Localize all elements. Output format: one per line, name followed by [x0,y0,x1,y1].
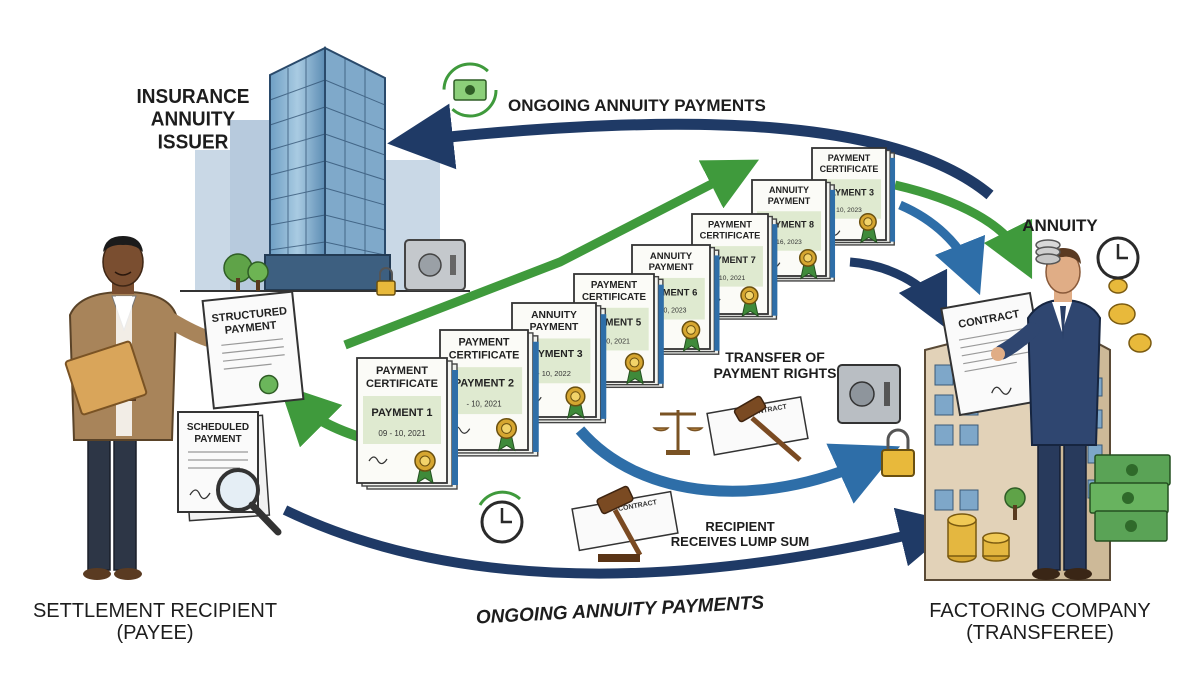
certificate-title-line2: CERTIFICATE [449,349,520,361]
scheduled-doc-line1: SCHEDULED [187,422,249,433]
structured-doc-line2: PAYMENT [224,319,277,336]
certificate-date: - 10, 2023 [655,308,686,315]
certificate-title-line1: ANNUITY [531,310,577,321]
clock-icon-right [1096,236,1140,280]
certificate-date: - 10, 2021 [715,275,746,282]
structured-payment-document: STRUCTURED PAYMENT [201,290,305,410]
ongoing-payments-bottom-arrow [282,505,960,579]
navy-to-factoring-arrow [849,257,948,330]
folder-icon [64,340,148,416]
certificate-date: 16, 2023 [776,239,802,246]
clock-icon-middle [478,490,524,544]
certificate-date: - 10, 2022 [537,369,571,378]
certificate-title-line2: CERTIFICATE [820,164,879,174]
scheduled-doc-line2: PAYMENT [194,434,241,445]
money-cycle-icon [442,62,498,118]
certificate-payment-number: PAYMENT 6 [645,287,698,298]
certificate-title-line1: PAYMENT [828,153,871,163]
factoring-agent-person-icon [991,248,1102,580]
certificate-title-line2: PAYMENT [649,262,694,273]
settlement-recipient-label: SETTLEMENT RECIPIENT(PAYEE) [32,600,278,645]
certificate-payment-number: PAYMENT 5 [587,318,642,329]
green-to-factoring-arrow [893,180,1033,280]
annuity-label: ANNUITY [1022,216,1098,235]
padlock-icon [376,267,396,296]
certificate-payment-number: PAYMENT 3 [525,349,582,360]
contract-with-gavel-bottom: CONTRACT [571,485,679,562]
settlement-recipient-person-icon [64,236,224,580]
scales-of-justice-icon [652,410,704,455]
safe-icon [404,239,466,291]
green-ascending-arrow [343,159,760,350]
certificate-title-line2: PAYMENT [768,196,811,206]
magnifying-glass-icon [216,468,282,536]
blue-to-factoring-arrow-1 [898,200,986,296]
certificate-title-line2: CERTIFICATE [700,230,761,240]
certificate-payment-number: PAYMENT 3 [824,188,874,198]
certificate-title-line1: ANNUITY [769,185,809,195]
certificate-title-line2: CERTIFICATE [582,292,647,303]
certificate-payment-number: PAYMENT 1 [371,407,432,419]
certificate-title-line1: PAYMENT [459,337,510,349]
certificate-date: - 10, 2021 [466,399,501,408]
factoring-company-label: FACTORING COMPANY(TRANSFEREE) [929,600,1151,645]
certificate-payment-number: PAYMENT 2 [454,378,514,390]
transfer-rights-arrow [575,426,901,504]
cash-stacks-icon [1089,454,1171,542]
certificate-date: 09 - 10, 2021 [378,429,426,438]
certificate-payment-number: PAYMENT 8 [764,220,814,230]
safe-icon-middle [837,364,901,424]
certificate-date: - 10, 2021 [598,337,630,345]
certificate-title-line1: ANNUITY [650,251,693,262]
certificate-title-line1: PAYMENT [376,365,428,377]
coin-stack-top-icon [1035,239,1061,265]
gold-coins-icon [1108,278,1152,353]
certificate-payment-number: PAYMENT 7 [704,255,756,265]
top-flow-label: ONGOING ANNUITY PAYMENTS [508,96,766,115]
certificate-title-line2: PAYMENT [530,322,579,333]
certificate-date: 10, 2023 [836,207,862,214]
coins-stack-icon [947,513,1010,563]
certificate-title-line2: CERTIFICATE [366,378,438,390]
certificate-title-line1: PAYMENT [591,280,637,291]
contract-with-gavel-top: CONTRACT [706,395,809,462]
insurance-building-icon [180,46,470,292]
certificate-title-line1: PAYMENT [708,220,752,230]
padlock-icon-large [881,428,915,477]
ongoing-payments-top-arrow [387,103,994,200]
